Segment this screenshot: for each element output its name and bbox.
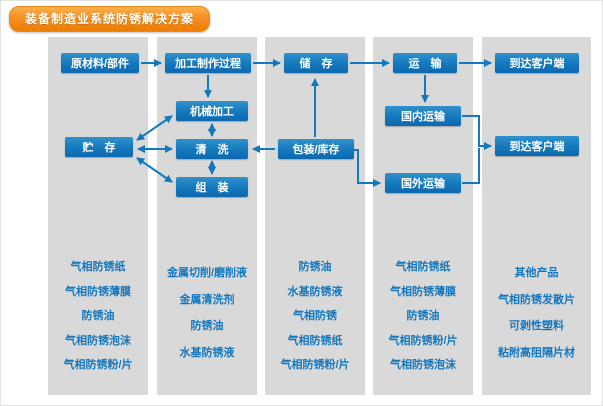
product-item: 水基防锈液	[179, 346, 235, 359]
product-item: 气相防锈粉/片	[388, 334, 458, 347]
flow-box-processing: 加工制作过程	[165, 53, 251, 73]
product-list-3: 防锈油水基防锈液气相防锈气相防锈纸气相防锈粉/片	[265, 255, 365, 378]
flow-box-domestic-transport: 国内运输	[385, 106, 461, 126]
flow-box-assembly: 组 装	[176, 177, 248, 197]
product-item: 防锈油	[298, 261, 332, 273]
product-list-2: 金属切削/磨削液金属清洗剂防锈油水基防锈液	[157, 260, 257, 366]
product-item: 气相防锈薄膜	[65, 285, 131, 298]
arrow-packaging-to-foreign	[354, 149, 381, 187]
arrow-store-machining	[136, 115, 173, 141]
product-item: 其他产品	[514, 267, 559, 279]
product-item: 金属清洗剂	[179, 293, 235, 306]
product-item: 气相防锈纸	[287, 334, 343, 347]
product-item: 金属切削/磨削液	[166, 267, 248, 279]
flow-box-storage: 储 存	[284, 53, 348, 73]
product-list-5: 其他产品气相防锈发散片可剥性塑料粘附高阻隔片材	[482, 260, 591, 366]
flow-box-cleaning: 清 洗	[176, 139, 248, 159]
product-item: 气相防锈泡沫	[65, 334, 131, 347]
product-item: 气相防锈薄膜	[390, 285, 456, 298]
column-strip-5	[482, 37, 591, 395]
product-item: 粘附高阻隔片材	[498, 346, 575, 359]
flow-box-transport: 运 输	[393, 53, 457, 73]
product-item: 防锈油	[81, 310, 115, 322]
flow-box-foreign-transport: 国外运输	[385, 173, 461, 193]
flow-box-store: 贮 存	[65, 137, 133, 157]
product-list-1: 气相防锈纸气相防锈薄膜防锈油气相防锈泡沫气相防锈粉/片	[48, 255, 148, 378]
flow-box-packaging: 包装/库存	[278, 139, 354, 159]
flow-box-raw-material: 原材料/部件	[61, 53, 139, 73]
product-item: 气相防锈纸	[70, 261, 126, 273]
flow-box-arrive-customer-2: 到达客户端	[495, 136, 579, 156]
product-item: 水基防锈液	[287, 285, 343, 298]
product-item: 气相防锈	[293, 310, 337, 322]
page-title: 装备制造业系统防锈解决方案	[9, 6, 211, 32]
product-item: 防锈油	[406, 310, 440, 322]
flow-box-arrive-customer-1: 到达客户端	[495, 53, 579, 73]
product-list-4: 气相防锈纸气相防锈薄膜防锈油气相防锈粉/片气相防锈泡沫	[373, 255, 473, 378]
product-item: 气相防锈泡沫	[390, 359, 456, 371]
product-item: 气相防锈纸	[395, 261, 451, 273]
product-item: 气相防锈发散片	[498, 293, 575, 306]
column-strip-1	[48, 37, 148, 395]
arrow-foreign-to-customer	[462, 148, 480, 184]
arrow-domestic-to-customer	[462, 115, 492, 150]
product-item: 可剥性塑料	[509, 320, 564, 332]
product-item: 气相防锈粉/片	[280, 359, 350, 371]
arrow-store-assembly	[136, 157, 173, 183]
flow-box-machining: 机械加工	[176, 101, 248, 121]
product-item: 防锈油	[190, 320, 224, 332]
product-item: 气相防锈粉/片	[63, 359, 133, 371]
